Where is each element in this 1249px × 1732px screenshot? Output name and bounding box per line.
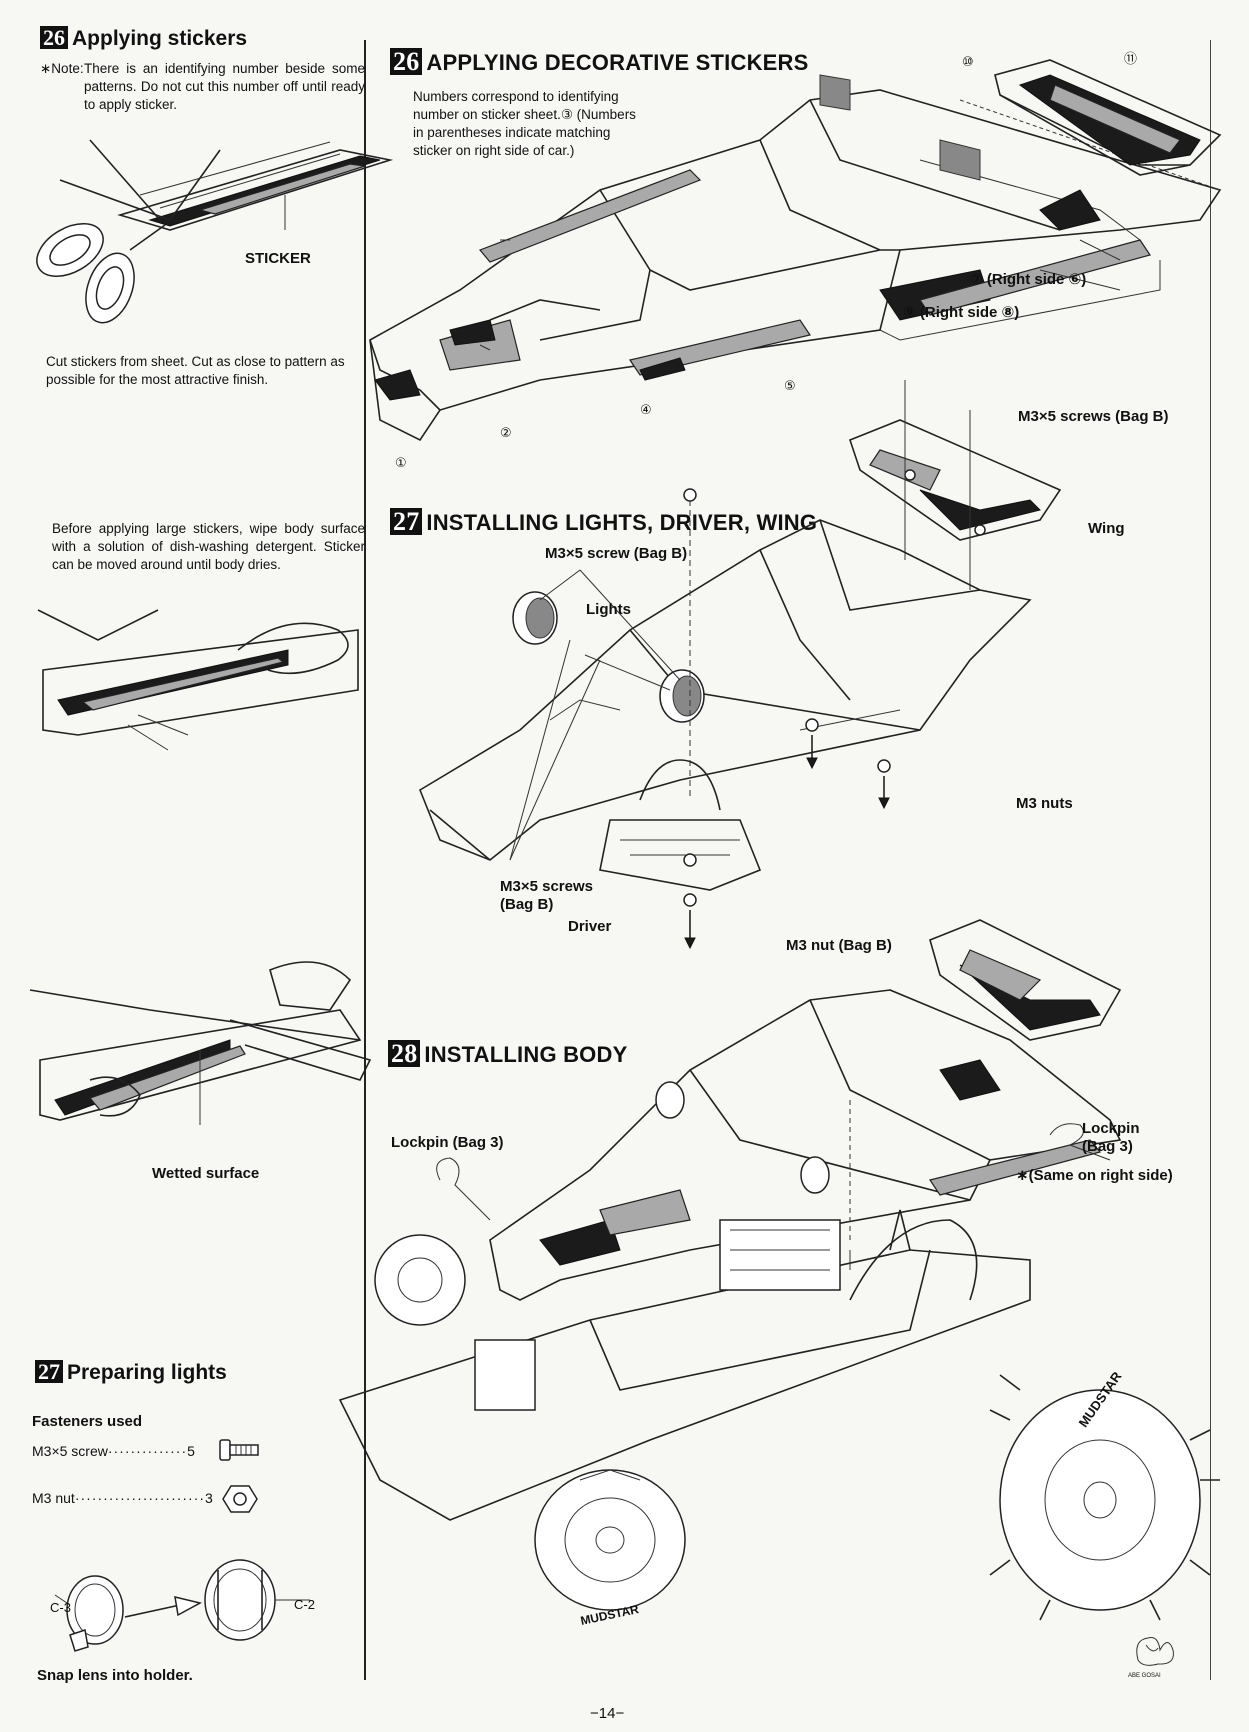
scissors-cutting-illustration <box>36 139 394 324</box>
light-screws-label: M3×5 screws (Bag B) <box>500 878 593 913</box>
signature-text: ABE GOSAI <box>1128 1673 1161 1679</box>
lens-holder-illustration <box>54 1559 310 1652</box>
body-shell-stickers-illustration <box>369 74 1222 442</box>
step-badge: 28 <box>388 1040 421 1067</box>
callout-1: ① <box>395 455 407 470</box>
fasteners-title: Fasteners used <box>32 1413 143 1430</box>
c3-label: C-3 <box>50 1600 71 1615</box>
lights-driver-wing-illustration <box>419 380 1062 950</box>
c2-label: C-2 <box>294 1597 315 1612</box>
callout-2: ② <box>500 425 512 440</box>
finger-press-illustration <box>37 609 359 751</box>
fastener-nut-row: M3 nut·······················3 <box>32 1490 213 1506</box>
sticker-note: ∗Note: There is an identifying number be… <box>40 60 365 114</box>
m3-nut-label: M3 nut (Bag B) <box>786 937 892 954</box>
right-side-7-label: ⑦ (Right side ⑥) <box>970 271 1087 288</box>
column-divider <box>364 40 366 1680</box>
wing-screws-label: M3×5 screws (Bag B) <box>1018 408 1169 425</box>
section-title: Applying stickers <box>72 27 248 50</box>
snap-instruction: Snap lens into holder. <box>37 1667 193 1684</box>
fastener-qty: 3 <box>205 1490 213 1506</box>
section-title: Preparing lights <box>67 1361 227 1384</box>
right-side-9-label: ⑨ (Right side ⑧) <box>903 304 1020 321</box>
fastener-name: M3 nut <box>32 1490 75 1506</box>
step-badge: 27 <box>35 1360 63 1383</box>
installing-body-illustration <box>338 919 1220 1621</box>
callout-4: ④ <box>640 402 652 417</box>
lights-label: Lights <box>586 601 631 618</box>
callout-10: ⑩ <box>962 54 974 69</box>
step-badge: 27 <box>390 508 423 535</box>
callout-11: ⑪ <box>1124 51 1138 66</box>
wetted-surface-label: Wetted surface <box>152 1165 260 1182</box>
screw-top-label: M3×5 screw (Bag B) <box>545 545 688 562</box>
lockpin-left-label: Lockpin (Bag 3) <box>391 1134 504 1151</box>
hand-peel-illustration <box>29 961 372 1125</box>
step-badge: 26 <box>40 26 68 49</box>
sticker-number-explanation: Numbers correspond to identifying number… <box>413 89 636 158</box>
note-text: There is an identifying number beside so… <box>84 61 365 112</box>
fastener-screw-row: M3×5 screw··············5 <box>32 1443 195 1459</box>
fastener-qty: 5 <box>187 1443 195 1459</box>
section-title: APPLYING DECORATIVE STICKERS <box>426 50 809 75</box>
wing-sticker-illustration <box>994 59 1222 176</box>
artist-signature-logo <box>1136 1637 1174 1666</box>
nut-icon <box>222 1485 258 1513</box>
step-badge: 26 <box>390 48 423 75</box>
page-number: −14− <box>590 1705 625 1722</box>
note-mark: ∗Note: <box>40 61 84 76</box>
right-margin-line <box>1210 40 1211 1680</box>
same-right-side-note: ∗(Same on right side) <box>1016 1167 1173 1184</box>
wing-label: Wing <box>1088 520 1125 537</box>
cut-instructions: Cut stickers from sheet. Cut as close to… <box>46 354 345 387</box>
wipe-instructions: Before applying large stickers, wipe bod… <box>52 521 365 572</box>
fastener-name: M3×5 screw <box>32 1443 108 1459</box>
m3-nuts-label: M3 nuts <box>1016 795 1073 812</box>
section-title: INSTALLING LIGHTS, DRIVER, WING <box>426 510 818 535</box>
lockpin-right-label: Lockpin (Bag 3) <box>1082 1120 1140 1155</box>
section-title: INSTALLING BODY <box>424 1042 628 1067</box>
screw-icon <box>219 1439 259 1461</box>
callout-5: ⑤ <box>784 378 796 393</box>
sticker-label: STICKER <box>245 250 311 267</box>
driver-label: Driver <box>568 918 612 935</box>
